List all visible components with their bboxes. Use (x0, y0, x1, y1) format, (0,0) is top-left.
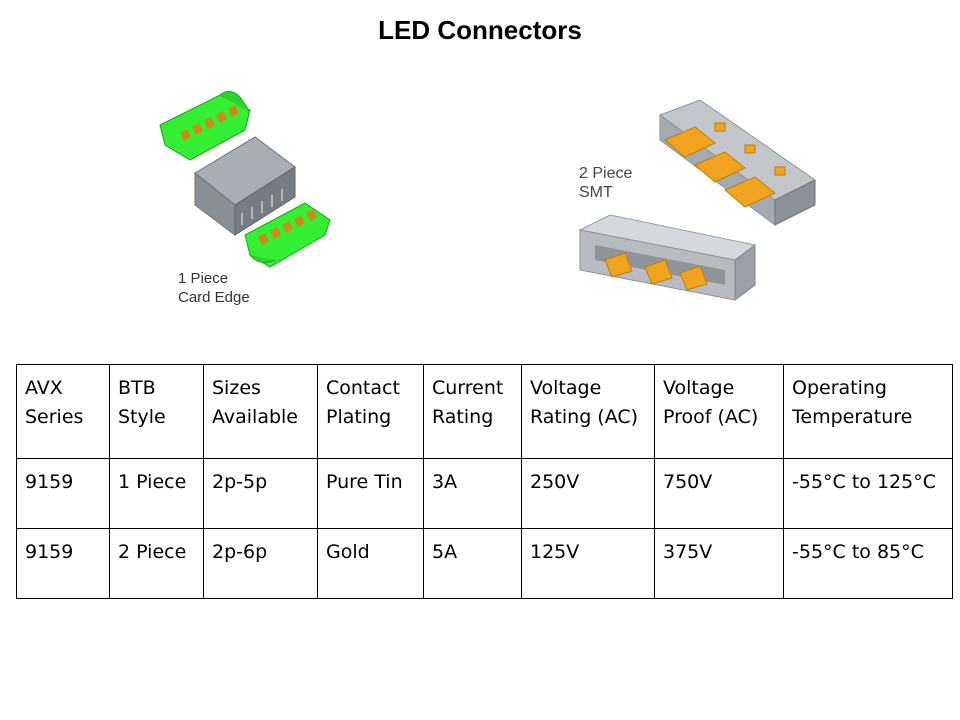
card-edge-caption: 1 Piece Card Edge (178, 269, 250, 307)
smt-receptacle-icon (658, 99, 816, 226)
cell-current: 5A (423, 528, 522, 599)
cell-voltage-proof: 750V (654, 458, 784, 529)
card-edge-connector-illustration (159, 91, 331, 268)
caption-line: 1 Piece (178, 270, 229, 287)
cell-temperature: -55°C to 125°C (783, 458, 953, 529)
cell-voltage-rating: 125V (521, 528, 655, 599)
smt-connector-illustration (578, 99, 816, 301)
cell-voltage-proof: 375V (654, 528, 784, 599)
cell-plating: Pure Tin (317, 458, 424, 529)
cell-series: 9159 (16, 528, 110, 599)
cell-sizes: 2p-5p (203, 458, 318, 529)
bottom-pcb-icon (244, 202, 331, 268)
smt-header-icon (578, 214, 757, 301)
cell-series: 9159 (16, 458, 110, 529)
connector-housing-icon (194, 136, 296, 236)
slide-title: LED Connectors (378, 15, 582, 45)
cell-style: 2 Piece (109, 528, 204, 599)
caption-line: 2 Piece (579, 165, 633, 182)
table-row: 9159 1 Piece 2p-5p Pure Tin 3A 250V 750V… (16, 458, 953, 529)
smt-caption: 2 Piece SMT (579, 164, 632, 202)
cell-current: 3A (423, 458, 522, 529)
cell-sizes: 2p-6p (203, 528, 318, 599)
cell-temperature: -55°C to 85°C (783, 528, 953, 599)
table-row: 9159 2 Piece 2p-6p Gold 5A 125V 375V -55… (16, 528, 953, 599)
caption-line: SMT (579, 184, 613, 201)
top-pcb-icon (159, 91, 251, 161)
cell-plating: Gold (317, 528, 424, 599)
caption-line: Card Edge (178, 289, 250, 306)
cell-style: 1 Piece (109, 458, 204, 529)
cell-voltage-rating: 250V (521, 458, 655, 529)
